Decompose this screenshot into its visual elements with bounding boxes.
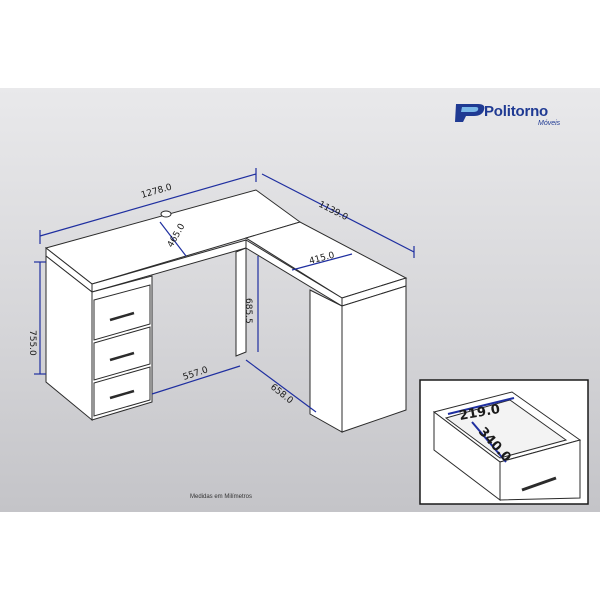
middle-leg	[235, 247, 247, 357]
drawer-1-handle	[109, 311, 135, 322]
inset-drawer-handle	[521, 476, 557, 492]
return-panel-front	[341, 285, 407, 433]
drawer-3	[93, 366, 151, 417]
brand-name: Politorno	[484, 103, 549, 120]
inset-drawer-inner	[444, 399, 568, 459]
dim-height: 755.0	[27, 330, 37, 356]
inset-drawer-side	[433, 410, 501, 502]
units-note: Medidas em Milímetros	[190, 494, 253, 500]
politorno-logo-icon	[455, 104, 485, 122]
dim-knee-height: 685.5	[243, 298, 253, 324]
dim-depth-right: 1139.0	[317, 200, 350, 223]
drawer-2	[93, 326, 151, 381]
grommet-hole	[160, 210, 172, 218]
brand-sub: Móveis	[538, 120, 561, 127]
dim-drawer-width: 219.0	[458, 402, 501, 424]
drawer-2-handle	[109, 351, 135, 362]
drawer-3-handle	[109, 389, 135, 400]
drawer-1	[93, 284, 151, 341]
dim-width: 1278.0	[140, 183, 173, 201]
